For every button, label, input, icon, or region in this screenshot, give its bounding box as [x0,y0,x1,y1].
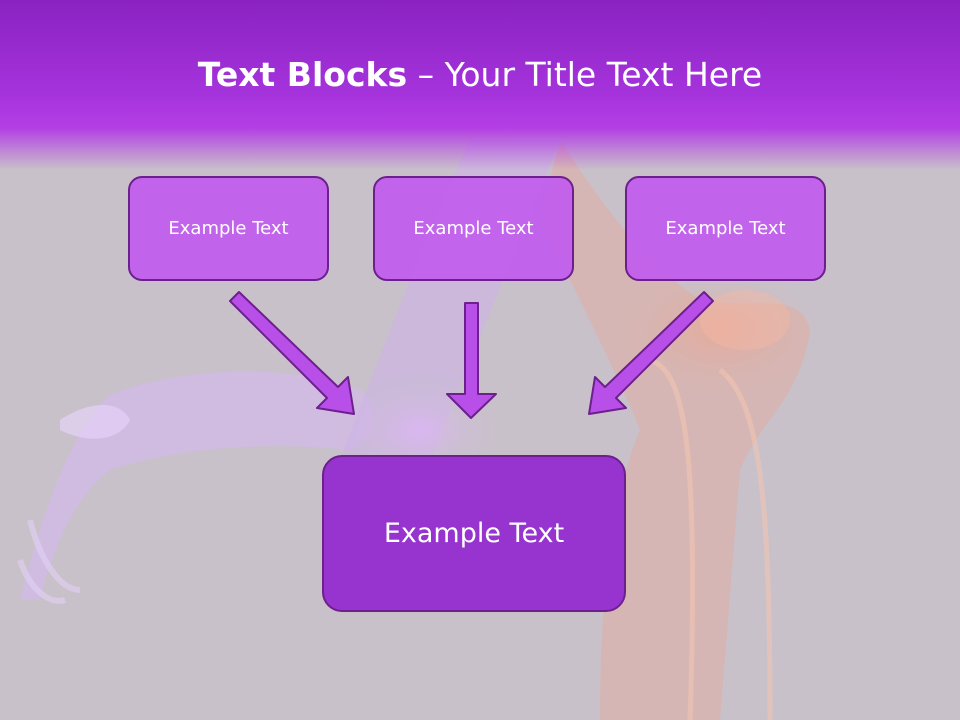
text-block-center-label: Example Text [413,218,534,239]
text-block-main[interactable]: Example Text [322,455,626,612]
text-block-left-label: Example Text [168,218,289,239]
text-block-center[interactable]: Example Text [373,176,574,281]
text-block-right[interactable]: Example Text [625,176,826,281]
text-block-left[interactable]: Example Text [128,176,329,281]
text-block-main-label: Example Text [383,518,565,549]
text-block-right-label: Example Text [665,218,786,239]
title-rest-text: Your Title Text Here [444,55,763,94]
arrow-left-diagonal [229,291,355,415]
title-separator: – [407,55,445,94]
title-bold-text: Text Blocks [197,55,408,94]
title-header-band [0,0,960,170]
arrow-center-down [446,302,497,419]
arrow-right-diagonal [588,291,714,415]
slide-title: Text Blocks – Your Title Text Here [0,52,960,98]
